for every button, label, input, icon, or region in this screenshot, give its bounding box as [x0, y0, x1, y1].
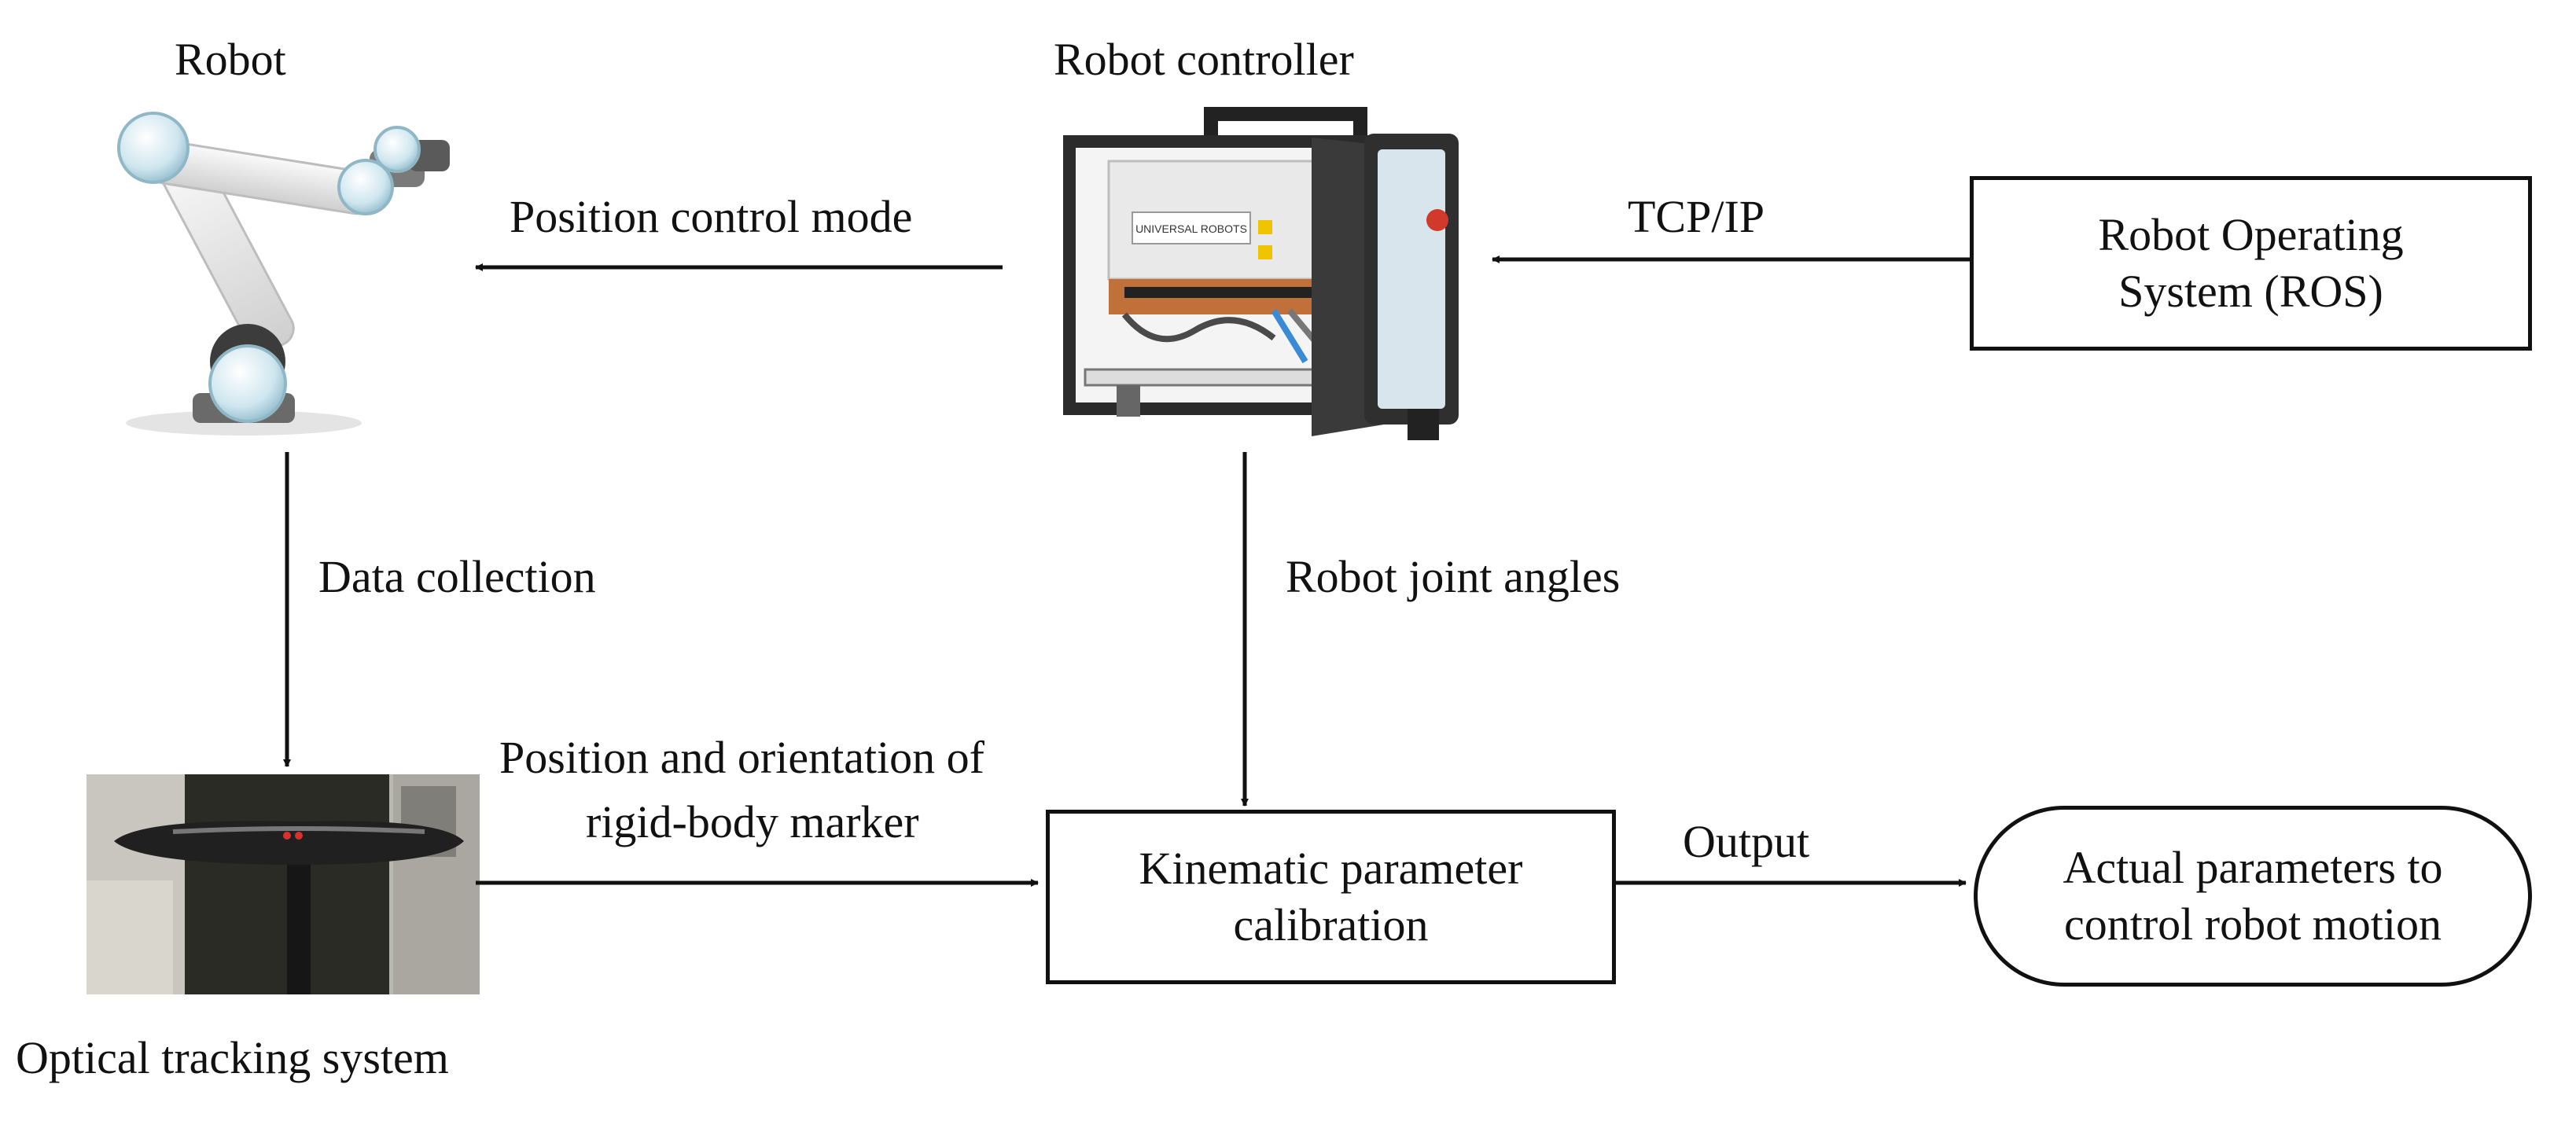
ros-box: Robot Operating System (ROS): [1970, 176, 2532, 351]
calibration-box-line2: calibration: [1233, 899, 1429, 950]
position-orientation-label-line1: Position and orientation of: [499, 732, 984, 783]
actual-parameters-box-line1: Actual parameters to: [2063, 842, 2443, 893]
calibration-box: Kinematic parameter calibration: [1046, 810, 1616, 984]
optical-tracker-icon: [86, 774, 480, 994]
ros-box-line2: System (ROS): [2118, 266, 2383, 317]
ros-box-line1: Robot Operating: [2098, 209, 2404, 260]
robot-label: Robot: [175, 34, 286, 85]
controller-cabinet-icon: UNIVERSAL ROBOTS: [1063, 107, 1459, 440]
position-orientation-label-line2: rigid-body marker: [586, 796, 919, 847]
calibration-box-line1: Kinematic parameter: [1139, 843, 1523, 894]
output-label: Output: [1683, 816, 1810, 867]
robot-controller-label: Robot controller: [1054, 34, 1354, 85]
data-collection-label: Data collection: [318, 551, 596, 602]
position-control-mode-label: Position control mode: [510, 191, 913, 242]
actual-parameters-box-line2: control robot motion: [2063, 899, 2442, 950]
actual-parameters-box: Actual parameters to control robot motio…: [1974, 806, 2532, 987]
robot-arm-icon: [117, 112, 450, 436]
optical-tracking-system-label: Optical tracking system: [16, 1032, 449, 1083]
robot-joint-angles-label: Robot joint angles: [1286, 551, 1621, 602]
tcp-ip-label: TCP/IP: [1628, 191, 1765, 242]
controller-brand-text: UNIVERSAL ROBOTS: [1135, 222, 1247, 235]
